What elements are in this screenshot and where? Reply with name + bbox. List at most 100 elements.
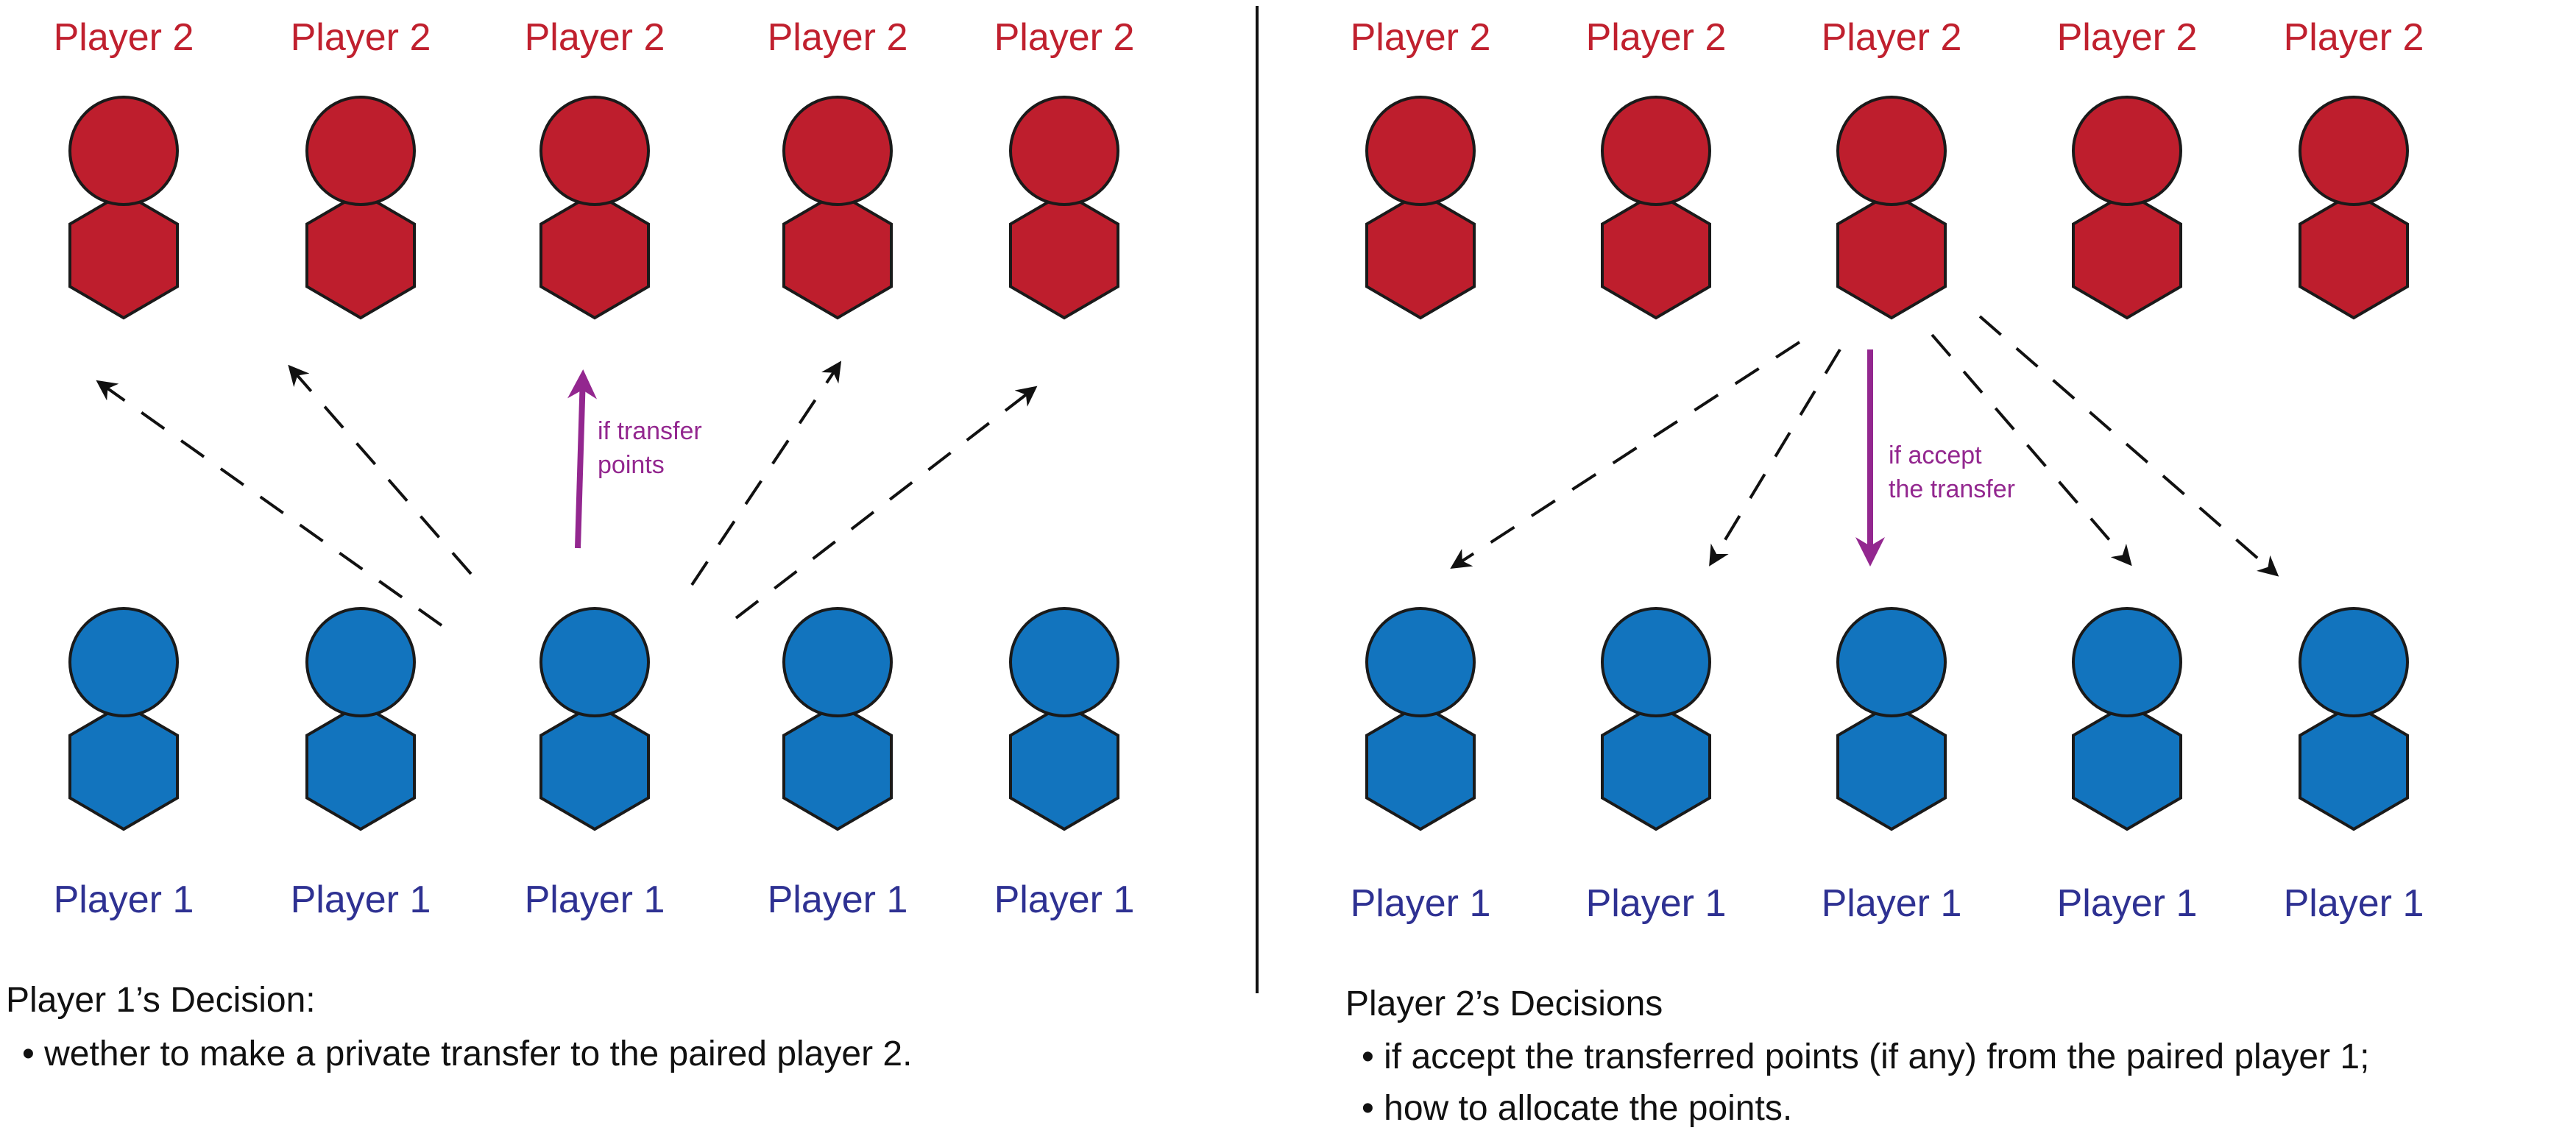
right-player1-label-2: Player 1	[1586, 882, 1727, 925]
left-player1-row: Player 1 Player 1 Player 1 Player 1 Player 1	[54, 607, 1135, 921]
left-player2-4-body	[782, 191, 893, 320]
left-player2-2-body	[305, 191, 416, 320]
right-player2-label-4: Player 2	[2057, 16, 2198, 59]
left-player1-label-1: Player 1	[54, 878, 194, 921]
right-player2-5-head	[2299, 96, 2409, 206]
left-player2-label-2: Player 2	[291, 16, 431, 59]
right-arrow-note-line1: if accept	[1889, 441, 1982, 469]
right-player2-2-head	[1601, 96, 1711, 206]
left-player1-5-figure	[1009, 607, 1119, 831]
right-player1-4-body	[2072, 702, 2182, 831]
right-player1-label-5: Player 1	[2284, 882, 2424, 925]
right-caption-bullet-2: • how to allocate the points.	[1362, 1089, 1792, 1128]
right-player1-5-body	[2299, 702, 2409, 831]
right-player1-4-figure	[2072, 607, 2182, 831]
right-player2-4-figure	[2072, 96, 2182, 320]
right-player2-2-body	[1601, 191, 1711, 320]
left-player2-5-body	[1009, 191, 1119, 320]
left-player2-5-head	[1009, 96, 1119, 206]
left-player2-1-figure	[68, 96, 179, 320]
left-player1-1-body	[68, 702, 179, 831]
left-player1-3-figure	[539, 607, 650, 831]
right-player1-label-3: Player 1	[1822, 882, 1962, 925]
right-player2-4-head	[2072, 96, 2182, 206]
left-arrow-note-line1: if transfer	[598, 417, 702, 445]
left-player2-4-figure	[782, 96, 893, 320]
right-player2-label-2: Player 2	[1586, 16, 1727, 59]
left-arrow-to-player2-1	[96, 380, 443, 627]
right-player1-3-figure	[1836, 607, 1947, 831]
left-caption-title: Player 1’s Decision:	[6, 981, 316, 1020]
right-response-arrows	[1450, 315, 2279, 577]
left-arrow-to-player2-3	[567, 369, 598, 549]
right-panel-player2-decisions: Player 2 Player 2 Player 2 Player 2 Player 2…	[1345, 16, 2424, 1128]
left-caption-bullet: • wether to make a private transfer to t…	[22, 1034, 912, 1073]
left-player2-label-3: Player 2	[525, 16, 665, 59]
left-player1-5-head	[1009, 607, 1119, 717]
left-player1-4-body	[782, 702, 893, 831]
right-player1-2-head	[1601, 607, 1711, 717]
right-player2-1-head	[1365, 96, 1476, 206]
right-player1-1-body	[1365, 702, 1476, 831]
left-arrow-note-line2: points	[598, 451, 665, 479]
left-player1-1-head	[68, 607, 179, 717]
left-player2-row: Player 2 Player 2 Player 2 Player 2 Player 2	[54, 16, 1135, 320]
right-player2-1-body	[1365, 191, 1476, 320]
left-player1-2-head	[305, 607, 416, 717]
left-player2-3-head	[539, 96, 650, 206]
left-player1-4-head	[782, 607, 893, 717]
left-arrow-to-player2-4	[690, 361, 842, 586]
left-player2-2-head	[305, 96, 416, 206]
left-player2-3-body	[539, 191, 650, 320]
right-player2-label-1: Player 2	[1351, 16, 1491, 59]
left-player2-label-5: Player 2	[994, 16, 1135, 59]
left-player1-label-2: Player 1	[291, 878, 431, 921]
left-player1-label-3: Player 1	[525, 878, 665, 921]
left-transfer-arrows	[96, 361, 1038, 627]
right-player1-label-4: Player 1	[2057, 882, 2198, 925]
right-player1-3-head	[1836, 607, 1947, 717]
right-player2-5-figure	[2299, 96, 2409, 320]
right-player1-2-body	[1601, 702, 1711, 831]
right-player1-3-body	[1836, 702, 1947, 831]
right-player2-3-body	[1836, 191, 1947, 320]
right-player1-5-head	[2299, 607, 2409, 717]
right-player1-label-1: Player 1	[1351, 882, 1491, 925]
right-player2-3-head	[1836, 96, 1947, 206]
left-player1-5-body	[1009, 702, 1119, 831]
right-player2-3-figure	[1836, 96, 1947, 320]
left-arrow-to-player2-2	[288, 364, 473, 575]
right-caption-title: Player 2’s Decisions	[1345, 984, 1663, 1023]
left-player2-5-figure	[1009, 96, 1119, 320]
right-arrow-to-player1-5	[1978, 315, 2279, 577]
left-player1-1-figure	[68, 607, 179, 831]
right-player1-1-head	[1365, 607, 1476, 717]
right-player1-row: Player 1 Player 1 Player 1 Player 1 Player 1	[1351, 607, 2424, 925]
left-player2-label-1: Player 2	[54, 16, 194, 59]
left-player1-2-figure	[305, 607, 416, 831]
left-player2-label-4: Player 2	[768, 16, 908, 59]
left-player2-2-figure	[305, 96, 416, 320]
left-player1-3-body	[539, 702, 650, 831]
right-arrow-to-player1-2	[1709, 348, 1841, 567]
left-player1-3-head	[539, 607, 650, 717]
left-player1-2-body	[305, 702, 416, 831]
left-player1-label-5: Player 1	[994, 878, 1135, 921]
left-player2-1-body	[68, 191, 179, 320]
right-arrow-note-line2: the transfer	[1889, 475, 2015, 503]
right-player2-4-body	[2072, 191, 2182, 320]
left-player1-4-figure	[782, 607, 893, 831]
right-player1-2-figure	[1601, 607, 1711, 831]
left-arrow-to-player2-5	[735, 386, 1038, 620]
left-player1-label-4: Player 1	[768, 878, 908, 921]
right-player2-1-figure	[1365, 96, 1476, 320]
right-arrow-to-player1-4	[1931, 333, 2132, 567]
right-player1-5-figure	[2299, 607, 2409, 831]
right-player1-4-head	[2072, 607, 2182, 717]
right-player2-5-body	[2299, 191, 2409, 320]
right-player2-label-3: Player 2	[1822, 16, 1962, 59]
right-caption-bullet-1: • if accept the transferred points (if a…	[1362, 1037, 2369, 1076]
